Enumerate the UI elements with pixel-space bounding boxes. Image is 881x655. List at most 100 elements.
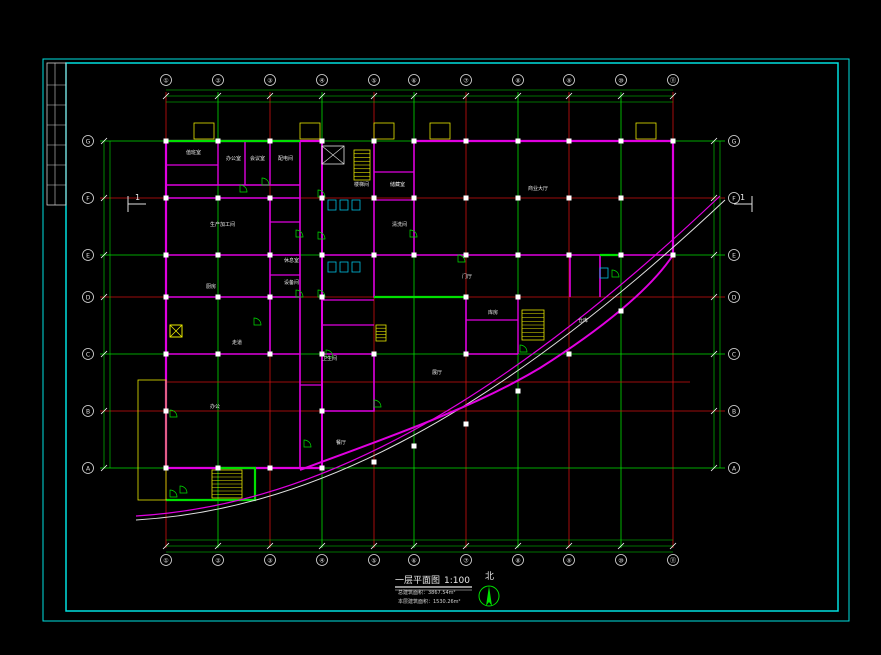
dimension-tick bbox=[410, 542, 418, 550]
title-block bbox=[46, 62, 67, 206]
dimension-tick bbox=[514, 92, 522, 100]
dimension-tick bbox=[214, 542, 222, 550]
room-label: 门厅 bbox=[462, 273, 472, 280]
room-label: 仓库 bbox=[578, 317, 588, 324]
axis-bubble bbox=[264, 74, 276, 86]
column-nodes bbox=[163, 138, 676, 471]
axis-bubble bbox=[460, 554, 472, 566]
column bbox=[163, 408, 169, 414]
column bbox=[670, 138, 676, 144]
curved-wall bbox=[299, 254, 674, 471]
column bbox=[163, 351, 169, 357]
dimension-tick bbox=[669, 542, 677, 550]
dimension-tick bbox=[617, 92, 625, 100]
axis-bubble bbox=[82, 462, 94, 474]
dimension-tick bbox=[100, 350, 108, 358]
section-mark-right: 1 bbox=[734, 193, 753, 212]
room-labels: 值班室办公室楼梯间会议室展厅休息室储藏室卫生间配电间门厅商业大厅办公走道餐厅仓库… bbox=[186, 149, 588, 446]
column bbox=[411, 195, 417, 201]
column bbox=[618, 252, 624, 258]
axis-bubble-label: G bbox=[86, 139, 91, 146]
drawing-title-group: 一层平面图 1:100 总建筑面积：3867.54m² 本层建筑面积：1530.… bbox=[395, 575, 472, 605]
column bbox=[267, 294, 273, 300]
inner-frame bbox=[65, 62, 839, 612]
axis-bubble-label: ⑩ bbox=[618, 558, 623, 565]
room-label: 走道 bbox=[232, 339, 242, 346]
room-label: 餐厅 bbox=[336, 439, 346, 446]
axis-bubble-label: ③ bbox=[267, 78, 272, 85]
axis-bubble bbox=[728, 462, 740, 474]
room-label: 办公 bbox=[210, 403, 220, 410]
door-swing bbox=[519, 344, 528, 353]
column bbox=[319, 252, 325, 258]
dimension-tick bbox=[565, 542, 573, 550]
dimension-tick bbox=[710, 464, 718, 472]
glazing bbox=[166, 466, 257, 502]
column bbox=[515, 195, 521, 201]
north-arrow-icon bbox=[486, 586, 492, 606]
axis-bubble-label: ⑦ bbox=[463, 558, 469, 565]
toilet-fixture bbox=[351, 261, 361, 273]
room-label: 储藏室 bbox=[390, 181, 405, 188]
room-label: 办公室 bbox=[226, 155, 241, 162]
column bbox=[515, 388, 521, 394]
axis-bubble-label: D bbox=[86, 295, 91, 302]
axis-bubble-label: C bbox=[86, 352, 90, 359]
dimension-tick bbox=[710, 407, 718, 415]
column bbox=[566, 195, 572, 201]
column bbox=[463, 294, 469, 300]
axis-bubble bbox=[667, 74, 679, 86]
door-swing bbox=[261, 177, 270, 186]
dimension-tick bbox=[162, 542, 170, 550]
dimension-tick bbox=[710, 251, 718, 259]
column bbox=[215, 252, 221, 258]
axis-bubble-label: ① bbox=[163, 558, 168, 565]
column bbox=[371, 195, 377, 201]
shaft-cross bbox=[169, 324, 183, 338]
toilet-fixture bbox=[599, 267, 609, 279]
column bbox=[411, 138, 417, 144]
axis-bubble bbox=[212, 554, 224, 566]
dimension-tick bbox=[162, 92, 170, 100]
axis-bubble-label: ① bbox=[163, 78, 168, 85]
axis-bubble-label: F bbox=[86, 196, 90, 203]
dimension-tick bbox=[710, 293, 718, 301]
section-mark-left: 1 bbox=[127, 193, 146, 212]
wall-segment bbox=[570, 254, 601, 297]
axis-bubble-label: ⑥ bbox=[411, 78, 416, 85]
room-label: 配电间 bbox=[278, 155, 293, 162]
elevator bbox=[321, 145, 345, 165]
dimension-tick bbox=[462, 92, 470, 100]
axis-bubble-label: D bbox=[732, 295, 737, 302]
axis-bubble-label: ⑪ bbox=[670, 557, 676, 565]
door-swing bbox=[373, 399, 382, 408]
column bbox=[215, 195, 221, 201]
room-label: 清洗间 bbox=[392, 221, 407, 228]
column bbox=[319, 465, 325, 471]
dimension-tick bbox=[266, 92, 274, 100]
bay-window bbox=[193, 122, 215, 140]
outer-frame bbox=[42, 58, 850, 622]
axis-bubble bbox=[316, 74, 328, 86]
section-mark-right-text: 1 bbox=[740, 193, 745, 202]
column bbox=[267, 195, 273, 201]
toilet-fixture bbox=[339, 199, 349, 211]
toilet-fixture bbox=[327, 199, 337, 211]
door-swing bbox=[253, 317, 262, 326]
shaft bbox=[169, 324, 183, 338]
axis-bubble-label: A bbox=[732, 466, 737, 473]
axis-bubble-label: ⑧ bbox=[515, 558, 520, 565]
room-label: 厨房 bbox=[206, 283, 216, 290]
wall-segment bbox=[322, 353, 375, 412]
toilet-fixture bbox=[327, 261, 337, 273]
door-swing bbox=[295, 229, 304, 238]
axis-bubble bbox=[82, 135, 94, 147]
column bbox=[319, 138, 325, 144]
wall-segment bbox=[322, 254, 571, 297]
dimension-tick bbox=[370, 542, 378, 550]
axis-bubble bbox=[728, 135, 740, 147]
bay-window bbox=[373, 122, 395, 140]
plan-details bbox=[135, 122, 726, 521]
dimension-tick bbox=[565, 92, 573, 100]
